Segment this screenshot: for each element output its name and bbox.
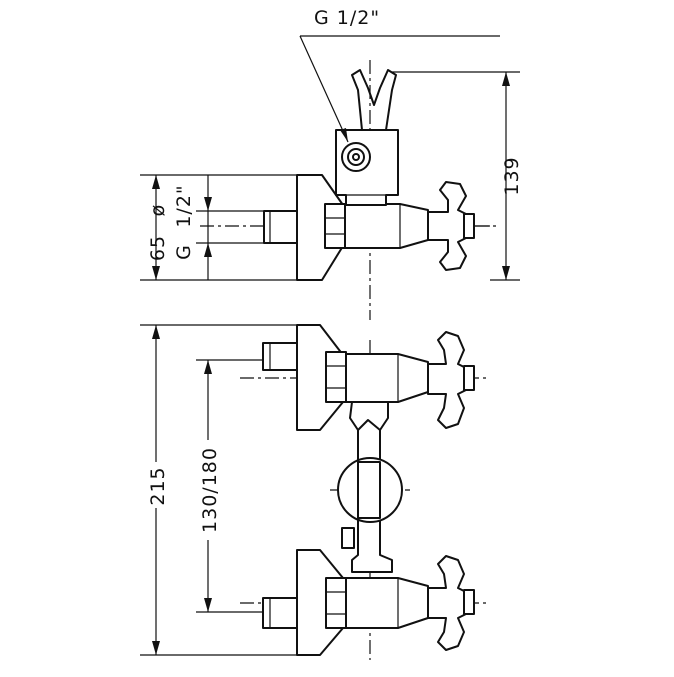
side-button [341,527,355,549]
connection-ring [341,142,371,172]
front-elevation-view: 215 130/180 [140,324,490,660]
side-elevation-view: G 1/2" 139 65 ø 1/2" G [140,7,523,320]
mixer-body [344,203,429,249]
handle-cap [463,213,475,239]
dim-215-label: 215 [147,466,169,505]
thread-top-label: G 1/2" [314,7,380,29]
lower-nut [325,577,347,629]
upper-handle-cap [463,365,475,391]
thread-side-size: 1/2" [173,184,195,227]
dim-65-label: 65 [147,235,169,261]
thread-side-g: G [173,244,195,260]
lower-handle-cap [463,589,475,615]
dim-139-label: 139 [501,156,523,195]
shower-hook [351,69,397,131]
diameter-symbol: ø [147,204,169,217]
lower-body [345,577,429,629]
upper-nut [325,351,347,403]
lower-inlet-stub [262,597,298,629]
diverter-core [357,461,381,519]
upper-body [345,353,429,403]
hex-nut [324,203,346,249]
inlet-stub [263,210,298,244]
upper-inlet-stub [262,342,298,371]
dim-130-180-label: 130/180 [199,447,221,533]
